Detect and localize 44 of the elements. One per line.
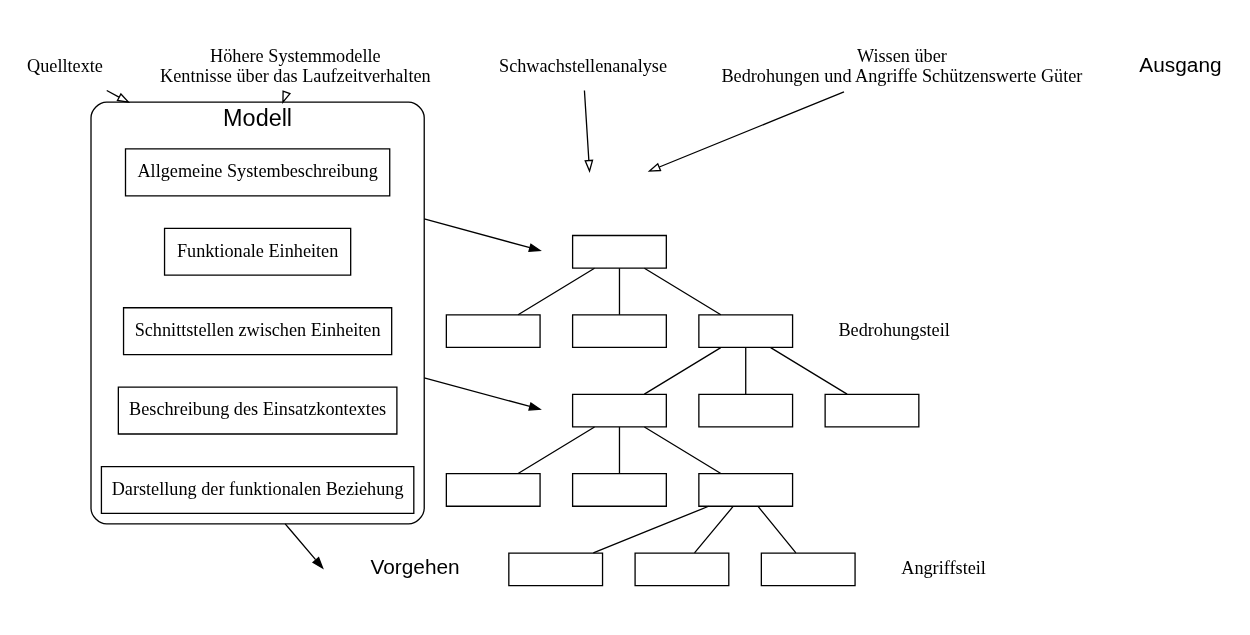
- node-box: [698, 473, 794, 507]
- node-text: Quelltexte: [27, 55, 103, 76]
- node-box: [445, 314, 541, 349]
- arrow: [647, 91, 845, 172]
- node-box: [571, 393, 667, 428]
- arrow: [106, 89, 131, 103]
- node-text: Höhere Systemmodelle Kentnisse über das Laufzeitverhalten: [160, 45, 431, 86]
- connector: [517, 426, 596, 475]
- arrow: [423, 377, 542, 411]
- label: Angriffsteil: [901, 558, 986, 579]
- label: Bedrohungsteil: [838, 319, 950, 340]
- node-box: [571, 234, 667, 269]
- node-box: [698, 314, 794, 349]
- arrow: [423, 218, 542, 252]
- connector: [618, 426, 621, 475]
- node-box: [508, 552, 604, 587]
- connector: [643, 267, 722, 316]
- connector: [618, 267, 621, 316]
- connector: [745, 347, 747, 395]
- connector: [757, 505, 797, 554]
- connector: [643, 347, 722, 395]
- arrow: [284, 523, 324, 570]
- node-box: Schnittstellen zwischen Einheiten: [122, 307, 393, 356]
- node-box: [571, 314, 667, 349]
- label: Vorgehen: [370, 555, 460, 579]
- node-text: Schwachstellenanalyse: [499, 55, 668, 76]
- connector: [693, 505, 734, 554]
- node-box: [824, 393, 920, 428]
- connector: [770, 347, 848, 395]
- node-box: [634, 552, 730, 587]
- connector: [517, 267, 596, 316]
- node-box: Darstellung der funktionalen Beziehung: [100, 465, 415, 515]
- label: Ausgang: [1139, 52, 1222, 76]
- node-box: [760, 552, 856, 587]
- arrow: [583, 89, 594, 173]
- node-box: [698, 393, 794, 428]
- node-box: Allgemeine Systembeschreibung: [124, 148, 391, 197]
- node-box: [445, 473, 541, 507]
- node-box: Funktionale Einheiten: [163, 227, 352, 276]
- node-box: [571, 473, 667, 507]
- connector: [592, 505, 710, 554]
- node-text: Wissen über Bedrohungen und Angriffe Schützenswerte Güter: [721, 45, 1083, 86]
- connector: [643, 426, 722, 475]
- node-box: Beschreibung des Einsatzkontextes: [117, 386, 398, 435]
